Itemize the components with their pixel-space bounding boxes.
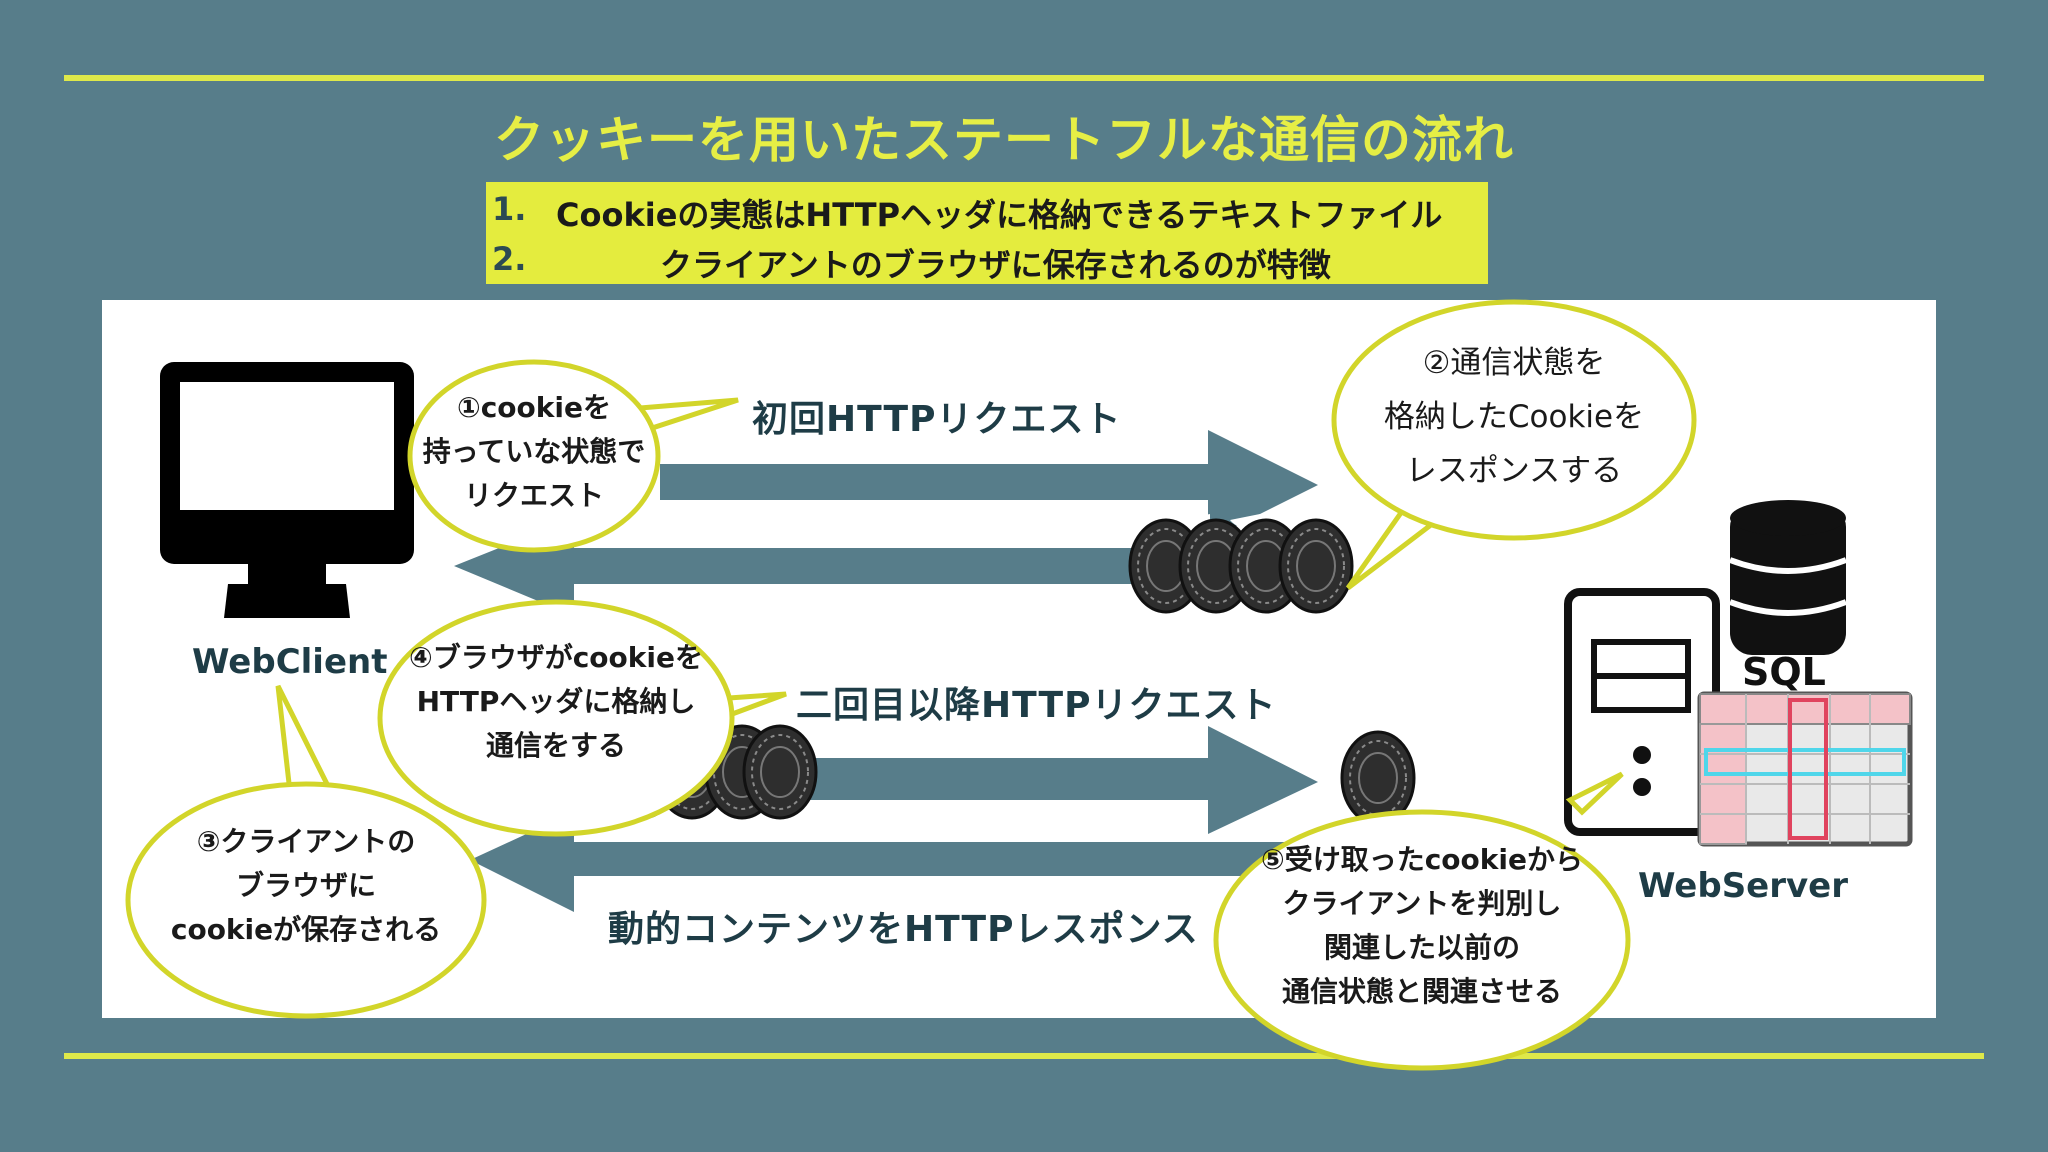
step2-line2: 格納したCookieを <box>1383 399 1645 435</box>
step5-line4: 通信状態と関連させる <box>1281 975 1562 1008</box>
step2-line1: ②通信状態を <box>1422 345 1606 381</box>
step4-line1: ④ブラウザがcookieを <box>409 641 703 674</box>
sql-table-icon <box>1697 691 1913 847</box>
webclient-label: WebClient <box>192 642 388 682</box>
bubble-step1-text: ①cookieを 持っていな状態で リクエスト <box>410 386 658 518</box>
step3-line1: ③クライアントの <box>196 825 416 858</box>
summary-item2-number: 2. <box>492 240 527 278</box>
server-icon <box>1564 588 1720 836</box>
cookie-received <box>1340 724 1424 826</box>
database-icon <box>1728 500 1848 655</box>
bottom-rule <box>64 1053 1984 1059</box>
bubble-step3-text: ③クライアントの ブラウザに cookieが保存される <box>128 820 484 952</box>
summary-item1-text: Cookieの実態はHTTPヘッダに格納できるテキストファイル <box>556 196 1443 234</box>
bubble-step1 <box>407 359 739 553</box>
webserver-label: WebServer <box>1638 866 1848 906</box>
step5-line1: ⑤受け取ったcookieから <box>1261 843 1583 876</box>
arrow-dynamic-response <box>470 812 1310 912</box>
step2-line3: レスポンスする <box>1405 453 1623 489</box>
bubble-step4-text: ④ブラウザがcookieを HTTPヘッダに格納し 通信をする <box>380 636 732 768</box>
step1-line1: ①cookieを <box>457 391 611 424</box>
step1-line2: 持っていな状態で <box>422 435 646 468</box>
bubble-step4 <box>377 599 787 837</box>
dynamic-response-label: 動的コンテンツをHTTPレスポンス <box>608 909 1199 950</box>
sql-label: SQL <box>1742 650 1826 694</box>
step3-line3: cookieが保存される <box>170 913 442 946</box>
top-rule <box>64 75 1984 81</box>
first-request-label: 初回HTTPリクエスト <box>752 399 1122 440</box>
client-computer-icon <box>160 362 414 618</box>
slide-title-text: クッキーを用いたステートフルな通信の流れ <box>494 111 1514 169</box>
cookies-response-stack <box>1128 512 1362 614</box>
step5-line2: クライアントを判別し <box>1282 887 1562 920</box>
bubble-step3 <box>125 684 487 1019</box>
step3-line2: ブラウザに <box>235 869 376 902</box>
arrow-first-response <box>454 518 1310 616</box>
second-request-label: 二回目以降HTTPリクエスト <box>796 685 1277 726</box>
bubble-step2-text: ②通信状態を 格納したCookieを レスポンスする <box>1334 336 1694 498</box>
slide-title: クッキーを用いたステートフルな通信の流れ <box>0 100 2048 172</box>
bubble-step5 <box>1213 771 1631 1071</box>
summary-item1-number: 1. <box>492 190 527 228</box>
bubble-step5-text: ⑤受け取ったcookieから クライアントを判別し 関連した以前の 通信状態と関… <box>1216 838 1628 1014</box>
step4-line3: 通信をする <box>485 729 626 762</box>
bubble-step2 <box>1331 299 1697 590</box>
summary-box: 1. Cookieの実態はHTTPヘッダに格納できるテキストファイル 2. クラ… <box>486 182 1488 284</box>
step1-line3: リクエスト <box>463 479 604 512</box>
step4-line2: HTTPヘッダに格納し <box>416 685 696 718</box>
arrow-second-request <box>660 726 1318 834</box>
arrow-first-request <box>660 430 1318 540</box>
step5-line3: 関連した以前の <box>1323 931 1520 964</box>
summary-item2-text: クライアントのブラウザに保存されるのが特徴 <box>660 246 1331 284</box>
